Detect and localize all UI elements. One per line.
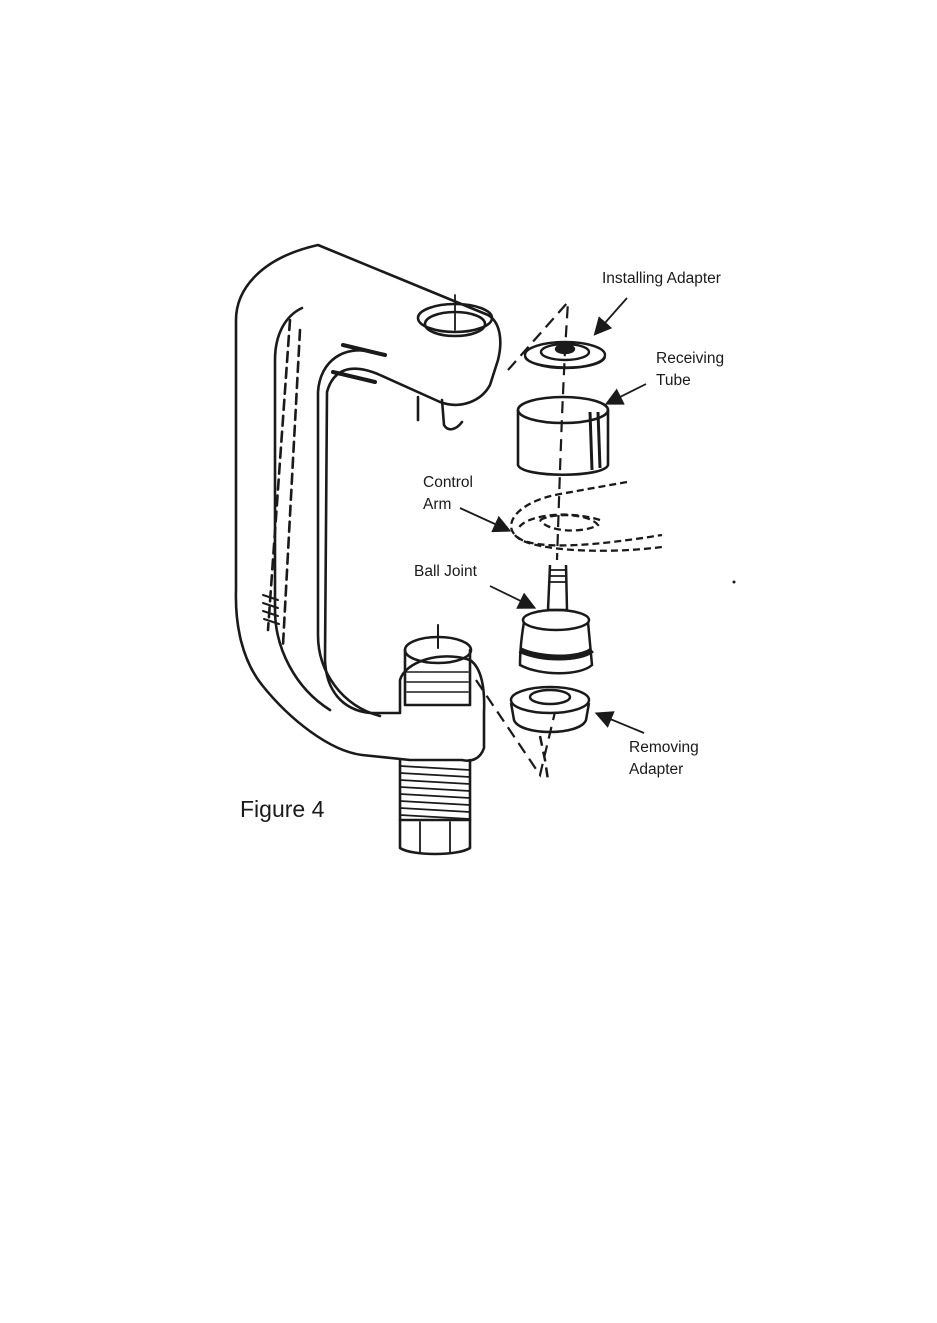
removing-adapter-arrow	[598, 714, 644, 733]
stray-mark	[733, 581, 736, 584]
receiving-tube-label-line1: Receiving	[656, 348, 724, 370]
receiving-tube-arrow	[608, 384, 646, 403]
c-frame-press	[236, 245, 500, 854]
control-arm-label-line2: Arm	[423, 494, 451, 516]
ball-joint-part	[520, 565, 592, 673]
installing-adapter-label: Installing Adapter	[602, 268, 721, 290]
figure-caption: Figure 4	[240, 796, 324, 823]
control-arm-part	[511, 482, 662, 551]
control-arm-label-line1: Control	[423, 472, 473, 494]
removing-adapter-label-line1: Removing	[629, 737, 699, 759]
control-arm-arrow	[460, 508, 508, 530]
ball-joint-label: Ball Joint	[414, 561, 477, 583]
removing-adapter-label-line2: Adapter	[629, 759, 683, 781]
installing-adapter-arrow	[596, 298, 627, 333]
ball-joint-arrow	[490, 586, 533, 607]
receiving-tube-label-line2: Tube	[656, 370, 691, 392]
